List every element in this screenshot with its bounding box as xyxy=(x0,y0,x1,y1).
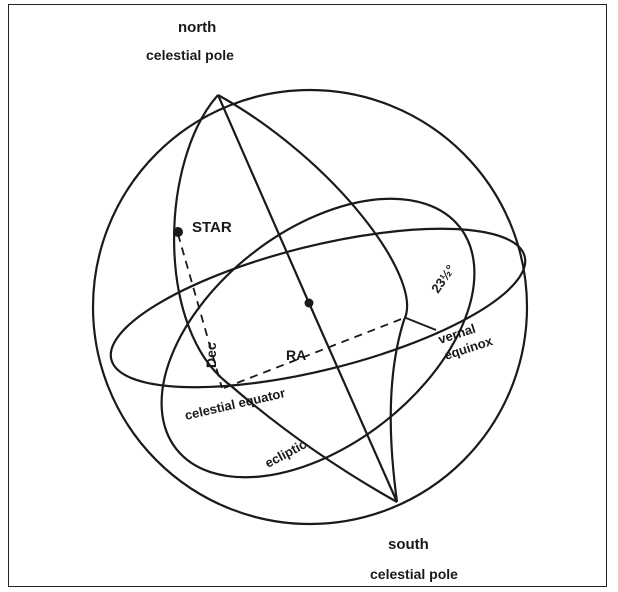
vernal-equinox-pointer xyxy=(406,318,436,330)
ra-dashed-line xyxy=(224,318,404,388)
star-hour-circle xyxy=(174,95,397,502)
equinox-meridian xyxy=(218,95,407,502)
south-label: south xyxy=(388,536,429,553)
star-point xyxy=(173,227,183,237)
obliquity-label: 23½° xyxy=(428,262,458,296)
polar-axis-line xyxy=(218,95,397,502)
north-label: north xyxy=(178,19,216,36)
ra-label: RA xyxy=(286,347,306,363)
dec-label: Dec xyxy=(203,342,219,368)
south-pole-label: celestial pole xyxy=(370,566,458,582)
north-pole-label: celestial pole xyxy=(146,47,234,63)
star-label: STAR xyxy=(192,219,232,236)
celestial-equator-label: celestial equator xyxy=(183,385,286,423)
center-point xyxy=(305,299,314,308)
ecliptic-label: ecliptic xyxy=(262,436,309,470)
